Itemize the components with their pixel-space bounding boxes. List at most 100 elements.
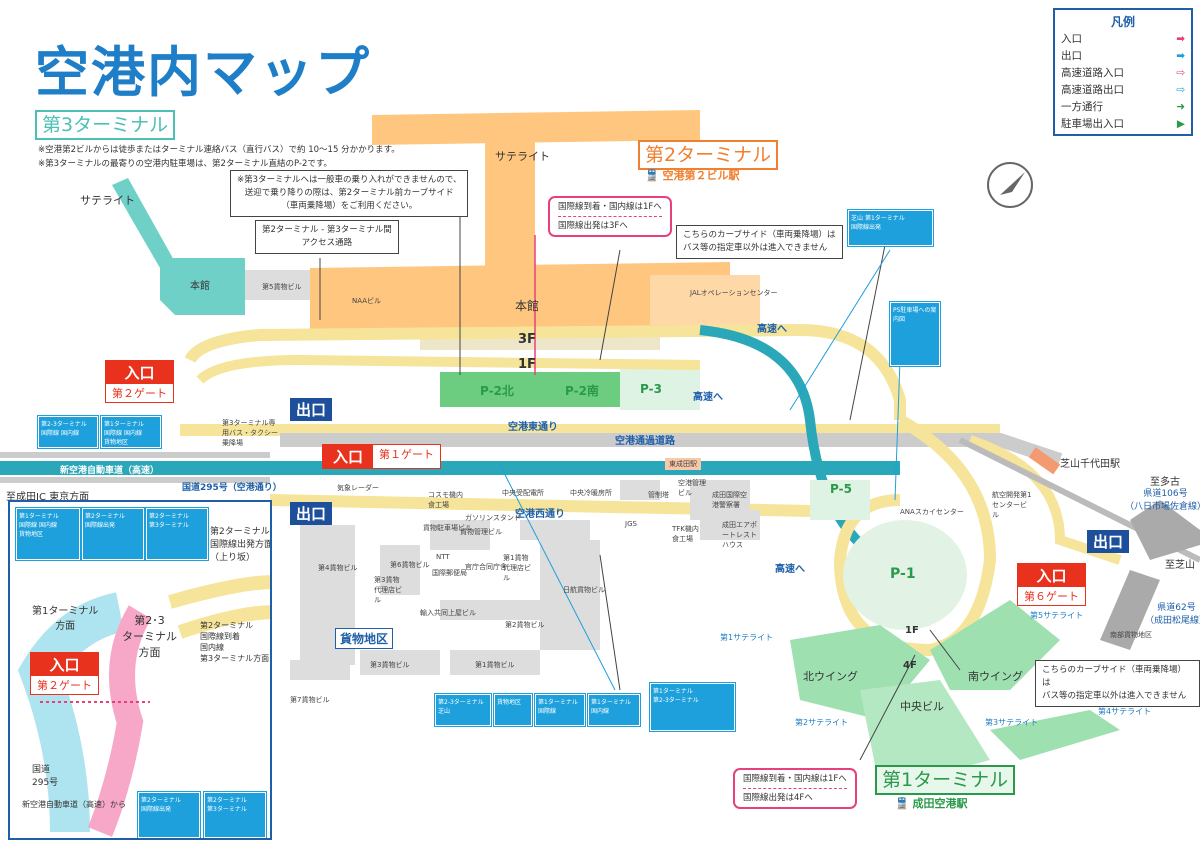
legend-parking-gate: 駐車場出入口▶ — [1061, 117, 1185, 131]
building-label: 第1貨物代理店ビル — [503, 554, 531, 582]
inset-sign-t1: 第1ターミナル国際線 国内線貨物地区 — [15, 507, 81, 561]
t2-main-label: 本館 — [515, 299, 540, 313]
building-label: 貨物駐車場ビル — [423, 524, 472, 532]
cargo-area-label: 貨物地区 — [335, 628, 394, 649]
road-295: 国道295号（空港通り） — [182, 483, 282, 493]
building-label: 輸入共同上屋ビル — [420, 609, 476, 617]
highway-entry-label: 高速へ — [757, 324, 787, 335]
t1-curbside-callout: こちらのカーブサイド（車両乗降場）はバス等の指定車以外は進入できません — [1035, 660, 1200, 707]
inset-t1-dir: 第1ターミナル方面 — [32, 606, 99, 632]
road-through: 空港通過道路 — [615, 436, 675, 447]
t2-main-building — [310, 262, 730, 330]
inset-sign-t2: 第2ターミナル国際線出発 — [81, 507, 145, 561]
t2-floor-guide: 国際線到着・国内線は1Fへ国際線出発は3Fへ — [548, 196, 672, 237]
highway-entry-label: 高速へ — [693, 392, 723, 403]
sign-t1-c: 第1ターミナル国内線 — [587, 693, 641, 727]
building-label: 中央受配電所 — [502, 489, 544, 497]
building-label: TFK機内食工場 — [672, 525, 699, 543]
t3-satellite-label: サテライト — [80, 194, 135, 207]
exit-arrow-icon: ➡ — [1176, 49, 1185, 62]
sign-t1-b: 第1ターミナル国際線 — [534, 693, 586, 727]
parking-gate-triangle-icon: ▶ — [1176, 117, 1185, 130]
inset-from-expressway: 新空港自動車道（高速）から — [22, 800, 126, 809]
to-tako: 至多古 — [1150, 477, 1180, 488]
legend-highway-exit: 高速道路出口⇨ — [1061, 83, 1185, 97]
sign-p5: P5駐車場への案内図 — [889, 301, 941, 367]
exit-label-2[interactable]: 出口 — [290, 502, 333, 525]
t1-station: 🚆 成田空港駅 — [895, 797, 968, 810]
building-label: JGS — [625, 520, 637, 528]
t1-4f: 4F — [903, 660, 917, 671]
building-label: 南部貨物地区 — [1110, 631, 1152, 639]
building-label: 第3貨物代理店ビル — [374, 576, 402, 604]
t3-main-label: 本館 — [190, 281, 210, 292]
t3-access-callout: ※第3ターミナルへは一般車の乗り入れができませんので、送迎で乗り降りの際は、第2… — [230, 170, 469, 217]
to-narita-ic: 至成田IC 東京方面 — [6, 492, 90, 503]
access-path-callout: 第2ターミナル - 第3ターミナル間アクセス通路 — [255, 220, 399, 254]
building-label: 貨物管理ビル — [460, 528, 502, 536]
building-label: 航空開発第1センタービル — [992, 491, 1032, 519]
sign-t23-b: 第2-3ターミナル芝山 — [434, 693, 492, 727]
entry-gate-6[interactable]: 入口第６ゲート — [1017, 563, 1086, 606]
inset-sign-t3-bottom: 第2ターミナル第3ターミナル — [203, 791, 267, 838]
inset-sign-t2-bottom: 第2ターミナル国際線出発 — [137, 791, 201, 838]
building-label: 第3貨物ビル — [370, 661, 410, 669]
building-label: 第6貨物ビル — [390, 561, 430, 569]
building-label: 第7貨物ビル — [290, 696, 330, 704]
train-icon: 🚆 — [645, 169, 659, 182]
exit-label-1[interactable]: 出口 — [290, 398, 333, 421]
p1-parking — [843, 520, 967, 630]
t1-south-wing — [930, 600, 1060, 690]
sign-t23: 第2-3ターミナル国際線 国内線 — [37, 415, 99, 449]
legend-exit: 出口➡ — [1061, 49, 1185, 63]
t1-satellite-5: 第5サテライト — [1030, 611, 1084, 620]
shibayama-chiyoda-station: 芝山千代田駅 — [1060, 459, 1120, 470]
parking-p1: P-1 — [890, 566, 916, 582]
t2-label: 第2ターミナル — [638, 140, 779, 170]
entry-gate-1[interactable]: 入口第１ゲート — [322, 444, 442, 469]
oneway-arrow-icon: ➜ — [1176, 100, 1185, 113]
building-label: 成田国際空港警察署 — [712, 491, 747, 509]
t2-3f: 3F — [518, 332, 536, 347]
inset-t2-dir: 第2ターミナル国際線出発方面（上り坂） — [210, 527, 272, 563]
building-label: 気象レーダー — [337, 484, 379, 492]
building-label: 第5貨物ビル — [262, 283, 302, 291]
t3-label: 第3ターミナル — [35, 110, 176, 140]
sign-t23-t1: 第1ターミナル第2-3ターミナル — [649, 682, 736, 732]
legend-entry: 入口➡ — [1061, 32, 1185, 46]
building-label: 成田エアポートレストハウス — [722, 521, 757, 549]
to-shibayama: 至芝山 — [1165, 560, 1195, 571]
parking-p2-north: P-2北 — [480, 384, 514, 398]
t2-satellite-label: サテライト — [495, 150, 550, 163]
inset-map: 第1ターミナル国際線 国内線貨物地区 第2ターミナル国際線出発 第2ターミナル第… — [8, 500, 272, 840]
t1-center-label: 中央ビル — [900, 700, 944, 713]
legend-oneway: 一方通行➜ — [1061, 100, 1185, 114]
sign-cargo: 貨物地区 — [493, 693, 533, 727]
building-label: 中央冷暖房所 — [570, 489, 612, 497]
t1-satellite-2: 第2サテライト — [795, 718, 849, 727]
highway-entry-arrow-icon: ⇨ — [1176, 66, 1185, 79]
t3-satellite-building — [112, 178, 175, 268]
page-title: 空港内マップ — [35, 41, 371, 104]
building-label: 第1貨物ビル — [475, 661, 515, 669]
inset-entry-gate-2: 入口第２ゲート — [30, 652, 99, 695]
parking-p3: P-3 — [640, 382, 662, 396]
legend-highway-entry: 高速道路入口⇨ — [1061, 66, 1185, 80]
exit-label-3[interactable]: 出口 — [1087, 530, 1130, 553]
building-label: 空港管理ビル — [678, 479, 706, 497]
t1-satellite-3: 第3サテライト — [985, 718, 1039, 727]
building-label: JALオペレーションセンター — [690, 289, 778, 297]
building-label: ANAスカイセンター — [900, 508, 964, 516]
building-label: 国際郵便局 — [432, 569, 467, 577]
t1-label: 第1ターミナル — [875, 765, 1016, 795]
t2-1f: 1F — [518, 357, 536, 372]
road-expressway: 新空港自動車道（高速） — [60, 466, 160, 476]
entry-arrow-icon: ➡ — [1176, 32, 1185, 45]
building-label: ガソリンスタンド — [465, 514, 521, 522]
t1-south-wing-label: 南ウイング — [968, 670, 1023, 683]
t1-floor-guide: 国際線到着・国内線は1Fへ国際線出発は4Fへ — [733, 768, 857, 809]
p2-parking — [440, 372, 620, 407]
entry-gate-2[interactable]: 入口第２ゲート — [105, 360, 174, 403]
